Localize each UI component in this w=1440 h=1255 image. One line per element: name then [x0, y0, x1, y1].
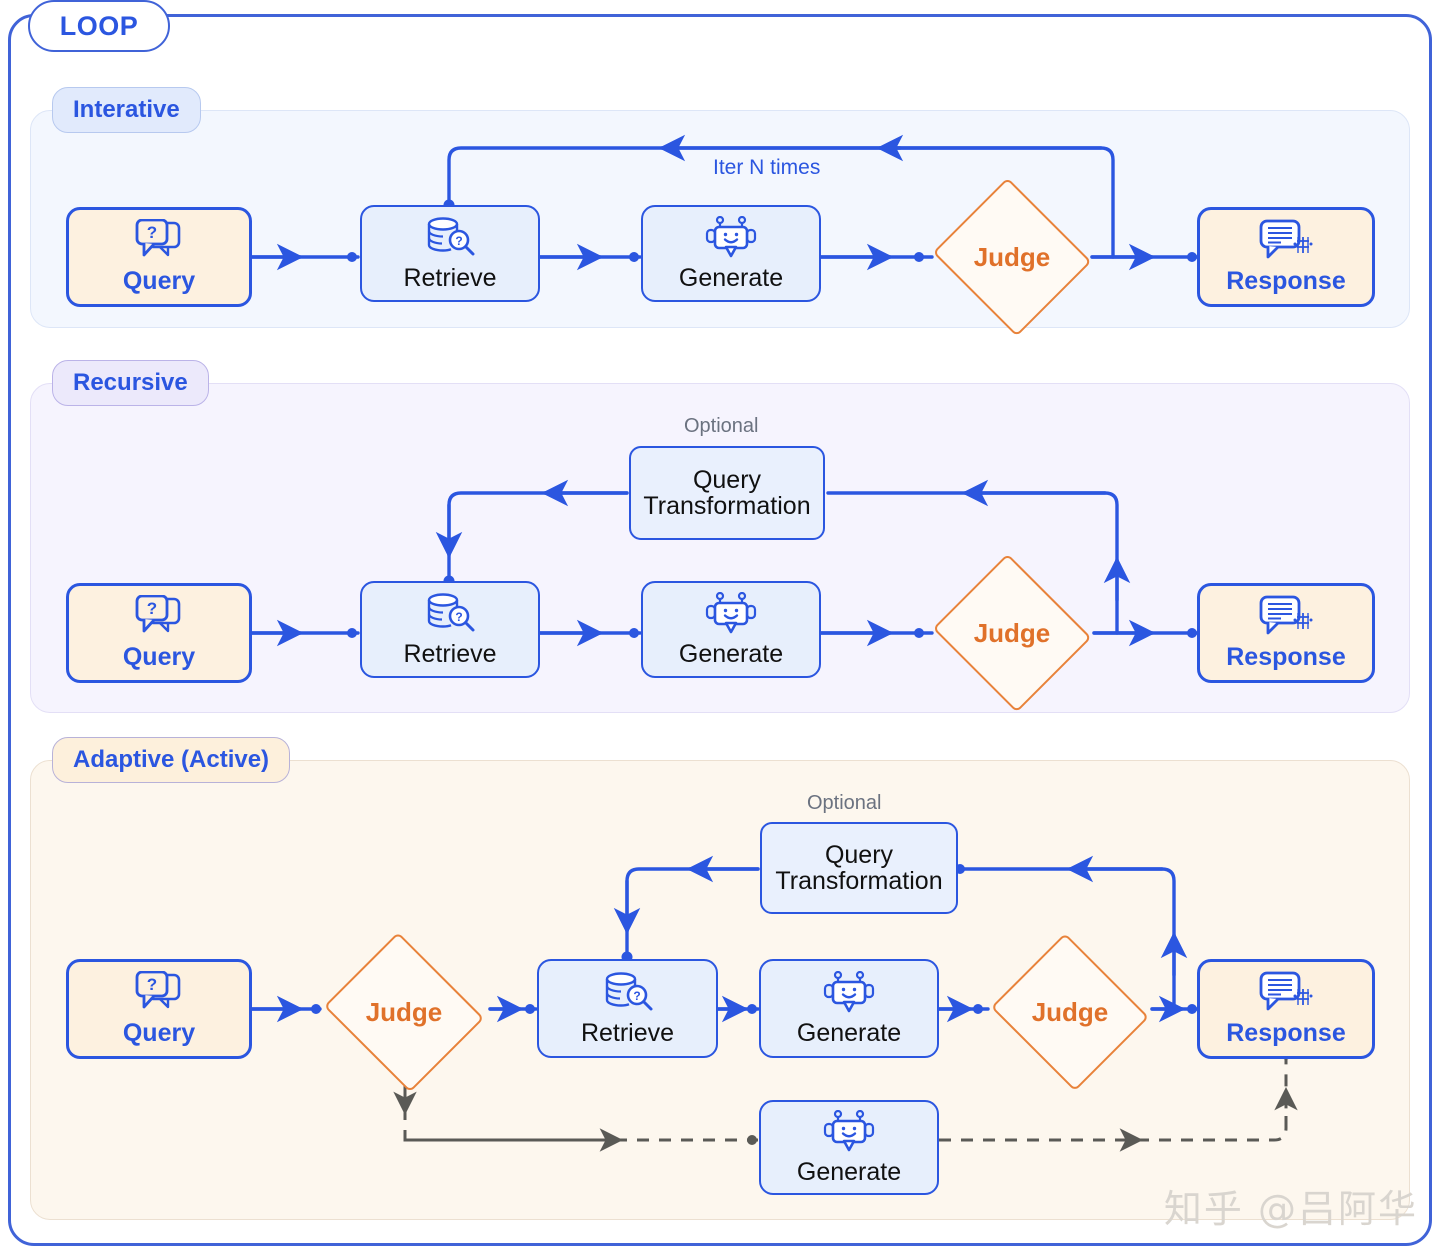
- node-recursive-generate[interactable]: Generate: [641, 581, 821, 678]
- node-label: Response: [1226, 1019, 1346, 1048]
- database-search-icon: ?: [424, 216, 476, 263]
- node-adaptive-retrieve[interactable]: ? Retrieve: [537, 959, 718, 1058]
- node-recursive-query-transformation[interactable]: Query Transformation: [629, 446, 825, 540]
- node-adaptive-generate[interactable]: Generate: [759, 959, 939, 1058]
- node-label: Retrieve: [403, 639, 497, 668]
- node-adaptive-response[interactable]: Response: [1197, 959, 1375, 1059]
- section-title-recursive: Recursive: [73, 369, 188, 396]
- node-label: Response: [1226, 267, 1346, 296]
- svg-text:?: ?: [147, 975, 157, 994]
- chat-lines-icon: [1257, 219, 1315, 266]
- node-label: Judge: [973, 241, 1051, 272]
- caption-optional-adaptive: Optional: [807, 792, 882, 814]
- node-label: Query: [122, 1019, 196, 1048]
- chat-lines-icon: [1257, 595, 1315, 642]
- node-recursive-retrieve[interactable]: ? Retrieve: [360, 581, 540, 678]
- node-adaptive-query-transformation[interactable]: Query Transformation: [760, 822, 958, 914]
- node-recursive-judge[interactable]: Judge: [928, 553, 1096, 713]
- svg-text:?: ?: [455, 234, 462, 248]
- node-label: Response: [1226, 643, 1346, 672]
- database-search-icon: ?: [602, 971, 654, 1018]
- section-badge-interative: Interative: [52, 87, 201, 133]
- node-interative-judge[interactable]: Judge: [928, 177, 1096, 337]
- node-interative-retrieve[interactable]: ? Retrieve: [360, 205, 540, 302]
- section-title-interative: Interative: [73, 96, 180, 123]
- node-label: Generate: [796, 1157, 902, 1186]
- question-chat-icon: ?: [132, 218, 186, 266]
- svg-text:?: ?: [147, 599, 157, 618]
- section-badge-recursive: Recursive: [52, 360, 209, 406]
- svg-text:?: ?: [147, 223, 157, 242]
- node-recursive-response[interactable]: Response: [1197, 583, 1375, 683]
- caption-optional-recursive: Optional: [684, 415, 759, 437]
- node-interative-response[interactable]: Response: [1197, 207, 1375, 307]
- node-adaptive-generate-bypass[interactable]: Generate: [759, 1100, 939, 1195]
- loop-title: LOOP: [59, 10, 139, 41]
- edge-label-iter-n-times: Iter N times: [713, 156, 821, 179]
- loop-frame: [8, 14, 1432, 1246]
- node-adaptive-judge-2[interactable]: Judge: [986, 933, 1154, 1091]
- section-title-adaptive: Adaptive (Active): [73, 746, 270, 773]
- robot-chat-icon: [823, 1109, 875, 1157]
- loop-title-badge: LOOP: [28, 0, 170, 52]
- node-label: Query Transformation: [775, 840, 943, 895]
- robot-chat-icon: [823, 970, 875, 1018]
- watermark: 知乎 @吕阿华: [1163, 1187, 1418, 1231]
- node-label: Query Transformation: [643, 465, 811, 520]
- robot-chat-icon: [705, 215, 757, 263]
- node-interative-generate[interactable]: Generate: [641, 205, 821, 302]
- question-chat-icon: ?: [132, 594, 186, 642]
- node-label: Query: [122, 267, 196, 296]
- node-adaptive-judge-1[interactable]: Judge: [318, 932, 490, 1092]
- node-label: Judge: [365, 996, 443, 1027]
- svg-text:?: ?: [455, 610, 462, 624]
- node-label: Generate: [678, 639, 784, 668]
- question-chat-icon: ?: [132, 970, 186, 1018]
- node-label: Retrieve: [403, 263, 497, 292]
- node-label: Query: [122, 643, 196, 672]
- section-badge-adaptive: Adaptive (Active): [52, 737, 291, 783]
- node-label: Judge: [973, 617, 1051, 648]
- node-interative-query[interactable]: ? Query: [66, 207, 252, 307]
- robot-chat-icon: [705, 591, 757, 639]
- node-adaptive-query[interactable]: ? Query: [66, 959, 252, 1059]
- node-label: Retrieve: [580, 1018, 675, 1047]
- section-adaptive: [30, 760, 1410, 1220]
- chat-lines-icon: [1257, 971, 1315, 1018]
- node-label: Generate: [796, 1018, 902, 1047]
- database-search-icon: ?: [424, 592, 476, 639]
- node-recursive-query[interactable]: ? Query: [66, 583, 252, 683]
- svg-text:?: ?: [633, 989, 640, 1003]
- node-label: Generate: [678, 263, 784, 292]
- node-label: Judge: [1031, 996, 1109, 1027]
